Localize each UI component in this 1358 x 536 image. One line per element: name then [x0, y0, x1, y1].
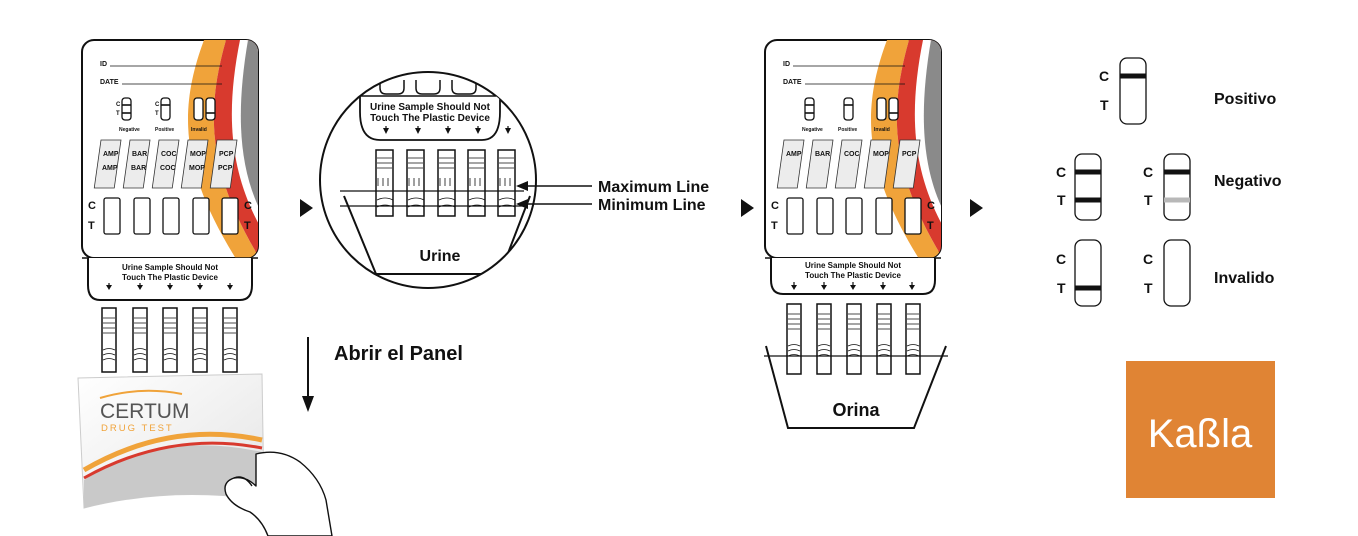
svg-text:T: T	[88, 220, 95, 232]
open-panel-arrow	[302, 337, 314, 412]
svg-text:T: T	[1100, 97, 1109, 113]
magnified-strips	[375, 149, 516, 217]
svg-text:COC: COC	[844, 151, 860, 158]
svg-text:DATE: DATE	[783, 79, 802, 86]
magnified-detail: Urine Sample Should Not Touch The Plasti…	[319, 71, 537, 289]
max-min-callouts	[516, 181, 592, 209]
step-arrow-3	[970, 199, 983, 217]
svg-text:C: C	[1143, 164, 1153, 180]
svg-text:COC: COC	[161, 151, 177, 158]
invalid-result-strip-2: C T	[1143, 239, 1191, 307]
svg-text:C: C	[1143, 251, 1153, 267]
orina-cup	[765, 345, 947, 429]
invalido-label: Invalido	[1214, 270, 1275, 287]
svg-text:AMP: AMP	[103, 151, 119, 158]
mini-invalid-label: Invalid	[191, 127, 207, 133]
test-panel-left: ID DATE C T Negative C T Positive Invali…	[81, 39, 259, 373]
step-arrow-1	[300, 199, 313, 217]
svg-text:C: C	[927, 200, 935, 212]
id-label: ID	[100, 61, 107, 68]
svg-text:BAR: BAR	[131, 165, 146, 172]
svg-text:PCP: PCP	[218, 165, 233, 172]
svg-text:MOP: MOP	[190, 151, 206, 158]
magnified-warning-line-1: Urine Sample Should Not	[370, 102, 491, 113]
svg-text:T: T	[155, 111, 159, 117]
svg-text:ID: ID	[783, 61, 790, 68]
svg-text:C: C	[88, 200, 96, 212]
svg-text:PCP: PCP	[902, 151, 917, 158]
svg-text:AMP: AMP	[102, 165, 118, 172]
warning-line-2: Touch The Plastic Device	[122, 273, 218, 282]
orina-label: Orina	[832, 400, 880, 420]
svg-text:T: T	[927, 220, 934, 232]
svg-text:Urine Sample Should Not: Urine Sample Should Not	[805, 261, 901, 270]
mini-result-legend: C T Negative C T Positive Invalid	[116, 97, 216, 133]
mini-positive-label: Positive	[155, 127, 174, 133]
package-subtitle: DRUG TEST	[101, 423, 174, 434]
urine-cup	[343, 195, 531, 275]
hand-drawing	[224, 451, 333, 536]
test-panel-right: ID DATE Negative Positive Invalid AMP BA…	[764, 39, 948, 429]
open-panel-label: Abrir el Panel	[334, 343, 463, 365]
svg-text:C: C	[155, 102, 160, 108]
kabla-logo: Kaßla	[1126, 361, 1275, 498]
svg-text:C: C	[1099, 68, 1109, 84]
svg-text:MOP: MOP	[189, 165, 205, 172]
mini-negative-label: Negative	[119, 127, 140, 133]
minimum-line-label: Minimum Line	[598, 197, 706, 214]
svg-text:BAR: BAR	[132, 151, 147, 158]
positive-result-strip: C T	[1099, 57, 1147, 125]
test-strips-left	[101, 307, 238, 373]
svg-text:C: C	[1056, 164, 1066, 180]
results-legend: C T Positivo C T C T Negativo C T	[1056, 57, 1282, 307]
negativo-label: Negativo	[1214, 173, 1282, 190]
svg-text:Negative: Negative	[802, 127, 823, 133]
maximum-line-label: Maximum Line	[598, 179, 709, 196]
negative-result-strip-1: C T	[1056, 153, 1102, 221]
svg-text:C: C	[244, 200, 252, 212]
urine-label: Urine	[420, 248, 461, 265]
svg-text:T: T	[1057, 192, 1066, 208]
svg-text:T: T	[244, 220, 251, 232]
svg-text:AMP: AMP	[786, 151, 802, 158]
warning-line-1: Urine Sample Should Not	[122, 263, 218, 272]
svg-text:T: T	[1057, 280, 1066, 296]
svg-text:T: T	[771, 220, 778, 232]
svg-text:T: T	[116, 111, 120, 117]
step-arrow-2	[741, 199, 754, 217]
svg-text:Touch The Plastic Device: Touch The Plastic Device	[805, 271, 901, 280]
magnified-warning-line-2: Touch The Plastic Device	[370, 113, 490, 124]
svg-text:PCP: PCP	[219, 151, 234, 158]
invalid-result-strip-1: C T	[1056, 239, 1102, 307]
result-windows-left	[103, 197, 239, 235]
svg-text:MOP: MOP	[873, 151, 889, 158]
package-brand: CERTUM	[100, 400, 189, 423]
svg-text:T: T	[1144, 192, 1153, 208]
svg-text:C: C	[771, 200, 779, 212]
svg-text:C: C	[1056, 251, 1066, 267]
negative-result-strip-2: C T	[1143, 153, 1191, 221]
package-pouch: CERTUM DRUG TEST	[77, 373, 265, 509]
positivo-label: Positivo	[1214, 91, 1276, 108]
test-strips-right	[786, 303, 921, 375]
svg-text:COC: COC	[160, 165, 176, 172]
logo-text: Kaßla	[1148, 412, 1253, 456]
svg-text:C: C	[116, 102, 121, 108]
svg-text:Positive: Positive	[838, 127, 857, 133]
svg-text:T: T	[1144, 280, 1153, 296]
drug-label-stickers: AMP AMP BAR BAR COC COC MOP MOP PCP PCP	[93, 139, 238, 189]
svg-text:Invalid: Invalid	[874, 127, 890, 133]
svg-text:BAR: BAR	[815, 151, 830, 158]
date-label: DATE	[100, 79, 119, 86]
